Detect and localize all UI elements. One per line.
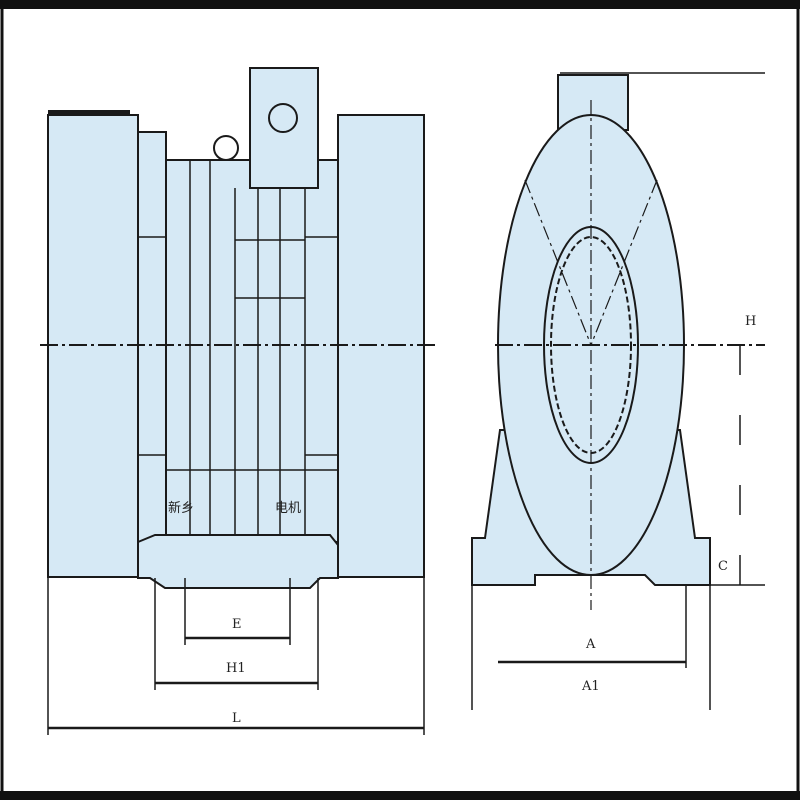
label-E: E <box>232 617 242 632</box>
label-C: C <box>718 559 728 574</box>
nameplate-text-2: 电机 <box>275 501 301 516</box>
label-A1: A1 <box>581 679 600 694</box>
side-view <box>40 67 435 735</box>
label-L: L <box>232 711 241 726</box>
frame-bottom-bar <box>0 791 800 800</box>
motor-body <box>165 159 339 543</box>
label-H: H <box>745 314 756 329</box>
lifting-eye <box>213 135 239 161</box>
base-foot <box>137 534 339 589</box>
label-H1: H1 <box>226 661 246 676</box>
label-A: A <box>585 637 596 652</box>
end-view <box>471 72 765 710</box>
terminal-gland <box>268 103 298 133</box>
left-flange <box>137 131 167 543</box>
nameplate-text-1: 新乡 <box>168 500 194 516</box>
terminal-box <box>249 67 319 189</box>
frame-top-bar <box>0 0 800 9</box>
